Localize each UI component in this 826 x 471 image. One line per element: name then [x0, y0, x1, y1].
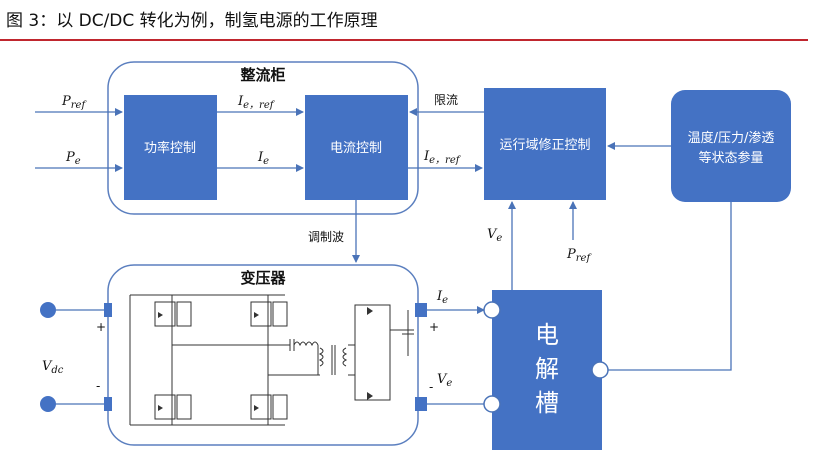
electrolyzer-port-bottom [483, 395, 501, 413]
dc-minus-port [104, 397, 112, 411]
ie-out-label: Ie [436, 289, 448, 306]
modulation-label: 调制波 [308, 230, 344, 244]
ve-out-label: Ve [437, 372, 452, 389]
electrolyzer-port-right [591, 361, 609, 379]
dc-plus-port [104, 303, 112, 317]
converter-diodes [158, 307, 373, 411]
online-correction-block [484, 88, 606, 200]
p-ref-label: Pref [61, 94, 87, 111]
state-params-link [600, 202, 732, 371]
current-control-block [305, 95, 408, 200]
current-control-label: 电流控制 [330, 141, 382, 156]
state-params-block [671, 90, 791, 202]
ie-ref-out-label: Ie，ref [423, 149, 462, 166]
online-correction-label: 运行域修正控制 [499, 138, 590, 153]
p-ref2-label: Pref [566, 247, 592, 264]
out-plus-port [415, 303, 427, 317]
dc-plus-terminal [40, 302, 56, 318]
page-title: 图 3：以 DC/DC 转化为例，制氢电源的工作原理 [6, 11, 378, 31]
power-control-block [124, 95, 217, 200]
dc-plus-sign: + [96, 320, 106, 334]
rectifier-cabinet-label: 整流柜 [240, 66, 285, 84]
ve-feedback-label: Ve [487, 227, 502, 244]
transformer-group [107, 264, 419, 446]
electrolyzer-port-top [483, 301, 501, 319]
state-params-label-2: 等状态参量 [698, 150, 763, 166]
ie-ref-label: Ie，ref [237, 94, 276, 111]
electrolyzer-block [492, 290, 602, 450]
power-control-label: 功率控制 [144, 140, 196, 156]
converter-circuit [129, 294, 414, 426]
electrolyzer-char-2: 解 [535, 355, 559, 383]
out-minus-port [415, 397, 427, 411]
electrolyzer-char-1: 电 [535, 321, 559, 349]
dc-minus-terminal [40, 396, 56, 412]
transformer-label: 变压器 [240, 269, 286, 287]
p-e-label: Pe [65, 150, 81, 167]
state-params-label-1: 温度/压力/渗透 [688, 130, 775, 146]
dc-minus-sign: - [96, 379, 100, 393]
vdc-label: Vdc [42, 359, 64, 376]
out-minus-sign: - [429, 380, 433, 394]
out-plus-sign: + [429, 320, 439, 334]
rectifier-cabinet-group [107, 61, 419, 215]
electrolyzer-char-3: 槽 [535, 389, 559, 417]
limit-label: 限流 [434, 93, 458, 107]
ie-label: Ie [257, 150, 269, 167]
